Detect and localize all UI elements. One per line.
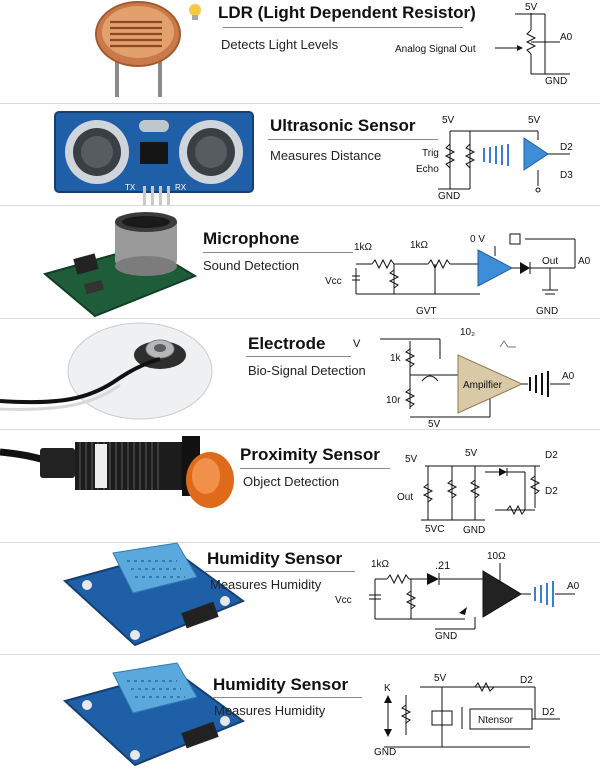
sensor-subtitle: Measures Distance [270, 148, 382, 163]
k-label: K [384, 683, 391, 694]
row-separator [0, 429, 600, 430]
sensor-subtitle: Detects Light Levels [221, 37, 339, 52]
amp-label: Ampilfier [463, 380, 503, 391]
out-text-label: Out [542, 256, 558, 267]
microphone-circuit: 1kΩ 1kΩ 0 V Vcc Out A0 GVT GND [325, 233, 591, 317]
echo-label: Echo [416, 164, 439, 175]
sensor-subtitle: Object Detection [243, 474, 340, 489]
leader-line [223, 27, 463, 28]
sensor-row-ultrasonic: TX RX Ultrasonic Sensor Measures Distanc… [0, 104, 600, 206]
sensor-row-electrode: Electrode Bio-Signal Detection V 10₂ 1k … [0, 319, 600, 430]
zero-v-label: 0 V [470, 234, 485, 245]
sensor-row-humidity-2: Humidity Sensor Measures Humidity K 5V D… [0, 655, 600, 767]
row-separator [0, 654, 600, 655]
vcc-right-label: 5V [465, 448, 478, 459]
leader-line [246, 356, 351, 357]
d2-top-label: D2 [545, 450, 558, 461]
gnd-label: GND [463, 525, 485, 536]
vcc-label: Vcc [325, 276, 342, 287]
vcc-label: 5V [434, 673, 447, 684]
r2-label: 10r [386, 395, 401, 406]
sensor-row-ldr: LDR (Light Dependent Resistor) Detects L… [0, 0, 600, 103]
vcc-label: 5V [525, 2, 538, 13]
ten-label: 10₂ [460, 327, 475, 338]
gnd-label: GND [536, 306, 558, 317]
row-separator [0, 205, 600, 206]
d2-label: D2 [545, 486, 558, 497]
d2-top-label: D2 [520, 675, 533, 686]
r2-label: 10Ω [487, 551, 506, 562]
v-label: V [353, 338, 361, 350]
out-label: A0 [562, 371, 575, 382]
sensor-title: Microphone [203, 229, 300, 248]
sensor-subtitle: Bio-Signal Detection [248, 363, 366, 378]
d-label: .21 [435, 560, 450, 572]
bulb-icon [188, 3, 202, 21]
vcc-left-label: 5V [442, 115, 455, 126]
d2-label: D2 [560, 142, 573, 153]
leader-line [240, 468, 390, 469]
signal-label: Analog Signal Out [395, 44, 476, 55]
sensor-title: Ultrasonic Sensor [270, 116, 416, 135]
r1-label: 1kΩ [354, 242, 373, 253]
sensor-title: Humidity Sensor [213, 675, 349, 694]
electrode-circuit: V 10₂ 1k 10r Ampilfier A0 5V [353, 327, 575, 430]
sensor-title: Proximity Sensor [240, 445, 380, 464]
vcc-left-label: 5V [405, 454, 418, 465]
proximity-illustration [0, 436, 234, 508]
microphone-illustration [42, 212, 198, 318]
humidity-illustration [62, 542, 246, 647]
vcc-label: 5V [428, 419, 441, 430]
r1-label: 1kΩ [371, 559, 390, 570]
leader-line [205, 571, 355, 572]
sensor-subtitle: Measures Humidity [210, 577, 322, 592]
humidity-circuit-2: K 5V D2 Ntensor D2 GND [374, 673, 560, 758]
d2-label: D2 [542, 707, 555, 718]
sensor-title: Electrode [248, 334, 326, 353]
leader-line [212, 697, 362, 698]
gnd-label: GND [374, 747, 396, 758]
ldr-circuit: Analog Signal Out 5V A0 GND [395, 2, 573, 87]
gnd-label: GND [435, 631, 457, 642]
sensor-box-label: Ntensor [478, 715, 514, 726]
five-vc-label: 5VC [425, 524, 444, 535]
sensor-title: LDR (Light Dependent Resistor) [218, 3, 476, 22]
vcc-right-label: 5V [528, 115, 541, 126]
out-label: A0 [578, 256, 591, 267]
r1-label: 1k [390, 353, 402, 364]
trig-label: Trig [422, 148, 439, 159]
d3-label: D3 [560, 170, 573, 181]
electrode-illustration [0, 322, 213, 420]
gvt-label: GVT [416, 306, 437, 317]
row-separator [0, 542, 600, 543]
gnd-label: GND [438, 191, 460, 202]
gnd-label: GND [545, 76, 567, 87]
humidity-illustration [62, 662, 246, 767]
proximity-circuit: 5V 5V D2 Out D2 5VC GND [397, 448, 558, 536]
sensor-row-proximity: Proximity Sensor Object Detection 5V 5V … [0, 430, 600, 542]
ultrasonic-circuit: 5V 5V Trig Echo D2 D3 GND [416, 115, 573, 202]
leader-line [203, 252, 353, 253]
vcc-label: Vcc [335, 595, 352, 606]
sensor-subtitle: Measures Humidity [214, 703, 326, 718]
sensor-row-humidity-1: Humidity Sensor Measures Humidity 1kΩ .2… [0, 542, 600, 654]
leader-line [268, 139, 438, 140]
tx-label: TX [125, 183, 136, 192]
humidity-circuit-1: 1kΩ .21 10Ω Vcc A0 GND [335, 551, 580, 642]
sensor-row-microphone: Microphone Sound Detection 1kΩ 1kΩ 0 V V… [0, 206, 600, 318]
rx-label: RX [175, 183, 187, 192]
sensor-title: Humidity Sensor [207, 549, 343, 568]
r2-label: 1kΩ [410, 240, 429, 251]
row-separator [0, 103, 600, 104]
ultrasonic-illustration: TX RX [54, 111, 254, 206]
out-label: A0 [567, 581, 580, 592]
row-separator [0, 318, 600, 319]
ldr-illustration [95, 1, 181, 97]
out-text-label: Out [397, 492, 413, 503]
sensor-subtitle: Sound Detection [203, 258, 300, 273]
out-label: A0 [560, 32, 573, 43]
